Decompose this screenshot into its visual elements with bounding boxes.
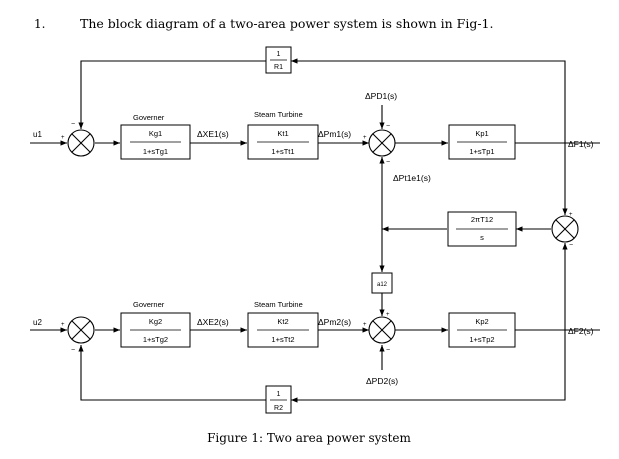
gov2-output-label: ΔXE2(s): [197, 317, 229, 327]
pm1-label: ΔPm1(s): [318, 129, 351, 139]
sign-sum2-pm: +: [363, 135, 367, 141]
power2-denominator: 1+sTp2: [469, 335, 494, 344]
turbine1-denominator: 1+sTt1: [271, 147, 294, 156]
pd1-label: ΔPD1(s): [365, 91, 397, 101]
governor1-denominator: 1+sTg1: [143, 147, 168, 156]
a12-block: a12: [371, 272, 393, 294]
input-u1: u1: [33, 130, 42, 139]
power-system-block-2: Kp2 1+sTp2: [448, 312, 516, 348]
governor1-title: Governer: [133, 113, 165, 122]
gov1-output-label: ΔXE1(s): [197, 129, 229, 139]
sign-sum4-tie: +: [386, 312, 390, 318]
turbine1-title: Steam Turbine: [254, 110, 303, 119]
sign-sum1-feedback: −: [71, 121, 75, 128]
summing-junction-1: [67, 129, 95, 157]
power2-numerator: Kp2: [475, 317, 488, 326]
question-text: The block diagram of a two-area power sy…: [80, 16, 493, 31]
droop1-denominator: R1: [274, 64, 283, 71]
summing-junction-3: [67, 316, 95, 344]
pm2-label: ΔPm2(s): [318, 317, 351, 327]
question-number: 1.: [34, 17, 45, 31]
governor2-denominator: 1+sTg2: [143, 335, 168, 344]
turbine2-title: Steam Turbine: [254, 300, 303, 309]
turbine-block-2: Kt2 1+sTt2: [247, 312, 319, 348]
sign-sum4-load: −: [386, 347, 390, 354]
wire-droop1-sum1: [78, 60, 266, 129]
power-system-block-1: Kp1 1+sTp1: [448, 124, 516, 160]
sign-sum3-feedback: −: [71, 347, 75, 354]
droop1-numerator: 1: [277, 51, 281, 58]
wire-f2-droop2: [291, 330, 566, 403]
output-f1: ΔF1(s): [568, 139, 594, 149]
wire-droop2-sum3: [78, 345, 266, 401]
sign-sum3-input: +: [61, 322, 65, 328]
sign-sum1-input: +: [61, 135, 65, 141]
sign-tiesum-f2: −: [569, 242, 573, 249]
tie-line-denominator: s: [480, 233, 484, 242]
tie-line-block: 2πT12 s: [447, 211, 517, 247]
turbine-block-1: Kt1 1+sTt1: [247, 124, 319, 160]
figure-caption: Figure 1: Two area power system: [207, 431, 411, 445]
summing-junction-tie: [551, 215, 579, 243]
droop2-denominator: R2: [274, 405, 283, 412]
pd2-label: ΔPD2(s): [366, 376, 398, 386]
input-u2: u2: [33, 318, 42, 327]
droop2-numerator: 1: [277, 391, 281, 398]
droop-block-1: 1 R1: [265, 46, 292, 74]
sign-sum4-pm: +: [363, 322, 367, 328]
summing-junction-4: [368, 316, 396, 344]
power1-numerator: Kp1: [475, 129, 488, 138]
governor2-title: Governer: [133, 300, 165, 309]
governor1-numerator: Kg1: [149, 129, 162, 138]
sign-tiesum-f1: +: [569, 212, 573, 218]
turbine2-denominator: 1+sTt2: [271, 335, 294, 344]
sign-sum2-tie: −: [386, 159, 390, 166]
power1-denominator: 1+sTp1: [469, 147, 494, 156]
summing-junction-2: [368, 129, 396, 157]
tie1-label: ΔPt1e1(s): [393, 173, 431, 183]
a12-label: a12: [377, 282, 388, 288]
governor-block-1: Kg1 1+sTg1: [120, 124, 191, 160]
droop-block-2: 1 R2: [265, 385, 292, 414]
tie-line-numerator: 2πT12: [471, 215, 493, 224]
turbine2-numerator: Kt2: [277, 317, 288, 326]
governor-block-2: Kg2 1+sTg2: [120, 312, 191, 348]
output-f2: ΔF2(s): [568, 326, 594, 336]
wire-f1-droop1: [291, 58, 566, 143]
governor2-numerator: Kg2: [149, 317, 162, 326]
sign-sum2-load: −: [386, 123, 390, 130]
turbine1-numerator: Kt1: [277, 129, 288, 138]
